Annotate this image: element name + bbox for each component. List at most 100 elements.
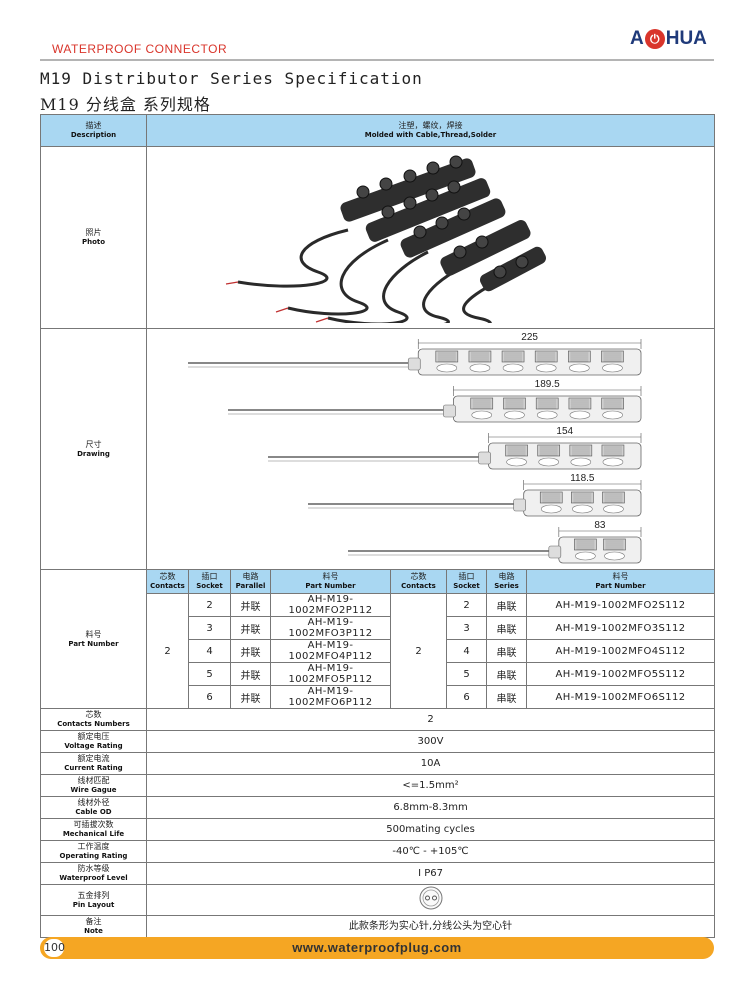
- spec-value: 10A: [145, 752, 716, 775]
- part-number-cell: AH-M19-1002MFO6P112: [270, 685, 391, 709]
- socket-thread: [570, 491, 594, 504]
- contacts-left-value: 2: [146, 593, 189, 709]
- socket-base: [505, 457, 527, 467]
- dimension-label: 225: [521, 332, 538, 343]
- socket-base: [602, 504, 624, 514]
- photo-row: 照片 Photo: [40, 146, 716, 331]
- pin-layout-icon: [419, 886, 442, 910]
- socket-base: [503, 410, 525, 420]
- cable-gland: [407, 357, 421, 371]
- part-number-label: 料号 Part Number: [40, 569, 147, 709]
- socket-thread: [600, 350, 624, 363]
- socket-thread: [600, 397, 624, 410]
- spec-value: 2: [145, 708, 716, 731]
- spec-value: 500mating cycles: [145, 818, 716, 841]
- socket-base: [469, 363, 490, 373]
- page-footer: www.waterproofplug.com: [40, 937, 714, 959]
- socket-thread: [535, 397, 558, 410]
- socket-base: [568, 363, 590, 373]
- header-divider: [40, 59, 714, 61]
- socket-thread: [569, 444, 592, 457]
- part-number-cell: AH-M19-1002MFO2S112: [525, 593, 716, 617]
- table-row: 5 并联 AH-M19-1002MFO5P112 5 串联 AH-M19-100…: [41, 662, 716, 686]
- part-number-cell: AH-M19-1002MFO3S112: [525, 616, 716, 640]
- contacts-right-value: 2: [390, 593, 447, 709]
- part-number-cell: AH-M19-1002MFO3P112: [270, 616, 391, 640]
- socket-thread: [502, 397, 526, 410]
- socket-base: [436, 363, 457, 373]
- socket-thread: [539, 491, 563, 504]
- spec-value: 300V: [145, 730, 716, 753]
- spec-value: -40℃ - +105℃: [145, 840, 716, 863]
- socket-thread: [602, 538, 626, 551]
- logo-text-a: A: [630, 28, 644, 49]
- logo-mark-icon: ⏻: [644, 29, 665, 49]
- socket-thread: [536, 444, 560, 457]
- socket-thread: [501, 350, 524, 363]
- socket-thread: [469, 397, 493, 410]
- socket-base: [569, 410, 590, 420]
- spec-value: I P67: [145, 862, 716, 885]
- distributor-photo-illustration: [225, 155, 546, 331]
- socket-base: [601, 363, 623, 373]
- description-value: 注塑，螺纹，焊接 Molded with Cable,Thread,Solder: [145, 114, 716, 147]
- socket-thread: [534, 350, 557, 363]
- socket-thread: [573, 538, 597, 551]
- drawing-label: 尺寸 Drawing: [40, 328, 147, 570]
- part-number-cell: AH-M19-1002MFO4S112: [525, 639, 716, 663]
- spec-value: <=1.5mm²: [145, 774, 716, 797]
- cable-gland: [477, 451, 491, 465]
- socket-base: [601, 410, 623, 420]
- cable-gland: [512, 498, 526, 512]
- socket-thread: [504, 444, 528, 457]
- socket-thread: [567, 350, 591, 363]
- socket-thread: [568, 397, 591, 410]
- part-number-cell: AH-M19-1002MFO2P112: [270, 593, 391, 617]
- website-link[interactable]: www.waterproofplug.com: [292, 940, 462, 955]
- drawing-row: 尺寸 Drawing 225 189.5 154 118.5 83: [40, 328, 716, 570]
- socket-thread: [435, 350, 458, 363]
- pin-layout-diagram: [145, 884, 716, 916]
- socket-thread: [468, 350, 491, 363]
- socket-base: [540, 504, 562, 514]
- socket-base: [536, 410, 557, 420]
- cable-gland: [548, 545, 561, 559]
- page-title-cn: M19 分线盒 系列规格: [40, 95, 211, 114]
- socket-base: [570, 457, 591, 467]
- page-header: WATERPROOF CONNECTOR A⏻HUA: [0, 0, 750, 62]
- spec-table: 描述 Description 注塑，螺纹，焊接 Molded with Cabl…: [40, 114, 716, 938]
- socket-base: [537, 457, 559, 467]
- category-label: WATERPROOF CONNECTOR: [52, 42, 228, 56]
- description-label: 描述 Description: [40, 114, 147, 147]
- socket-thread: [601, 491, 625, 504]
- dimension-label: 83: [594, 520, 606, 531]
- description-row: 描述 Description 注塑，螺纹，焊接 Molded with Cabl…: [40, 114, 716, 147]
- dimension-label: 189.5: [534, 379, 559, 390]
- spec-value: 6.8mm-8.3mm: [145, 796, 716, 819]
- socket-base: [535, 363, 556, 373]
- dimension-label: 154: [556, 426, 573, 437]
- dimension-label: 118.5: [570, 473, 595, 484]
- note-value: 此款条形为实心针,分线公头为空心针: [145, 915, 716, 938]
- product-photo: [145, 146, 716, 331]
- page-title-en: M19 Distributor Series Specification: [40, 69, 423, 88]
- distributor-body: [557, 536, 641, 564]
- table-row: 3 并联 AH-M19-1002MFO3P112 3 串联 AH-M19-100…: [41, 616, 716, 640]
